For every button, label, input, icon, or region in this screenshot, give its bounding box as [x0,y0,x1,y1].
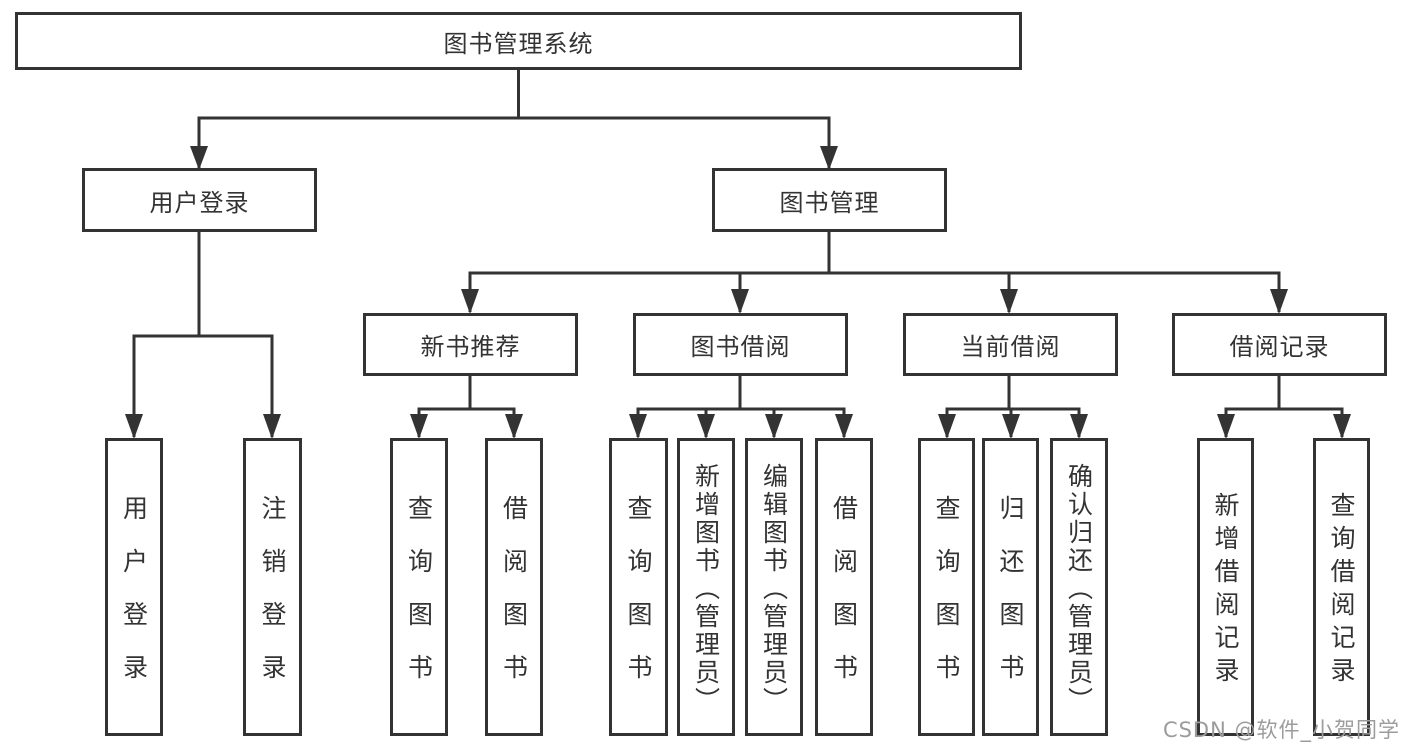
node-new-book-recommend: 新书推荐 [363,313,578,376]
leaf-newbook-query-books: 查询图书 [390,438,448,736]
leaf-label: 确认归还（管理员） [1064,462,1094,715]
leaf-label: 借阅图书 [829,495,859,707]
leaf-borrow-add-books-admin: 新增图书（管理员） [677,438,735,736]
leaf-user-login: 用户登录 [105,438,163,736]
leaf-borrow-query-books: 查询图书 [609,438,668,736]
leaf-record-query-borrow-record: 查询借阅记录 [1313,438,1370,736]
leaf-label: 查询图书 [624,495,653,707]
leaf-label: 注销登录 [258,495,287,707]
node-borrow-records: 借阅记录 [1172,313,1387,376]
leaf-logout: 注销登录 [243,438,302,736]
leaf-label: 查询借阅记录 [1327,492,1356,690]
csdn-watermark: CSDN @软件_小贺同学 [1162,718,1400,742]
node-user-login: 用户登录 [82,168,317,232]
node-current-borrow: 当前借阅 [903,313,1118,376]
leaf-label: 新增图书（管理员） [691,462,721,715]
leaf-label: 归还图书 [996,495,1025,707]
node-book-borrow: 图书借阅 [633,313,848,376]
node-root: 图书管理系统 [15,12,1022,70]
leaf-borrow-edit-books-admin: 编辑图书（管理员） [745,438,803,736]
leaf-label: 查询图书 [932,495,961,707]
leaf-current-query-books: 查询图书 [918,438,975,736]
arrowheads [125,146,1351,439]
leaf-newbook-borrow-books: 借阅图书 [485,438,543,736]
leaf-current-confirm-return-admin: 确认归还（管理员） [1050,438,1108,736]
leaf-label: 编辑图书（管理员） [759,462,789,715]
leaf-record-add-borrow-record: 新增借阅记录 [1197,438,1254,736]
leaf-current-return-books: 归还图书 [982,438,1039,736]
leaf-label: 新增借阅记录 [1211,492,1240,690]
leaf-label: 查询图书 [404,495,434,707]
leaf-label: 借阅图书 [499,495,529,707]
node-book-management: 图书管理 [712,168,947,232]
leaf-label: 用户登录 [119,495,149,707]
leaf-borrow-borrow-books: 借阅图书 [815,438,873,736]
